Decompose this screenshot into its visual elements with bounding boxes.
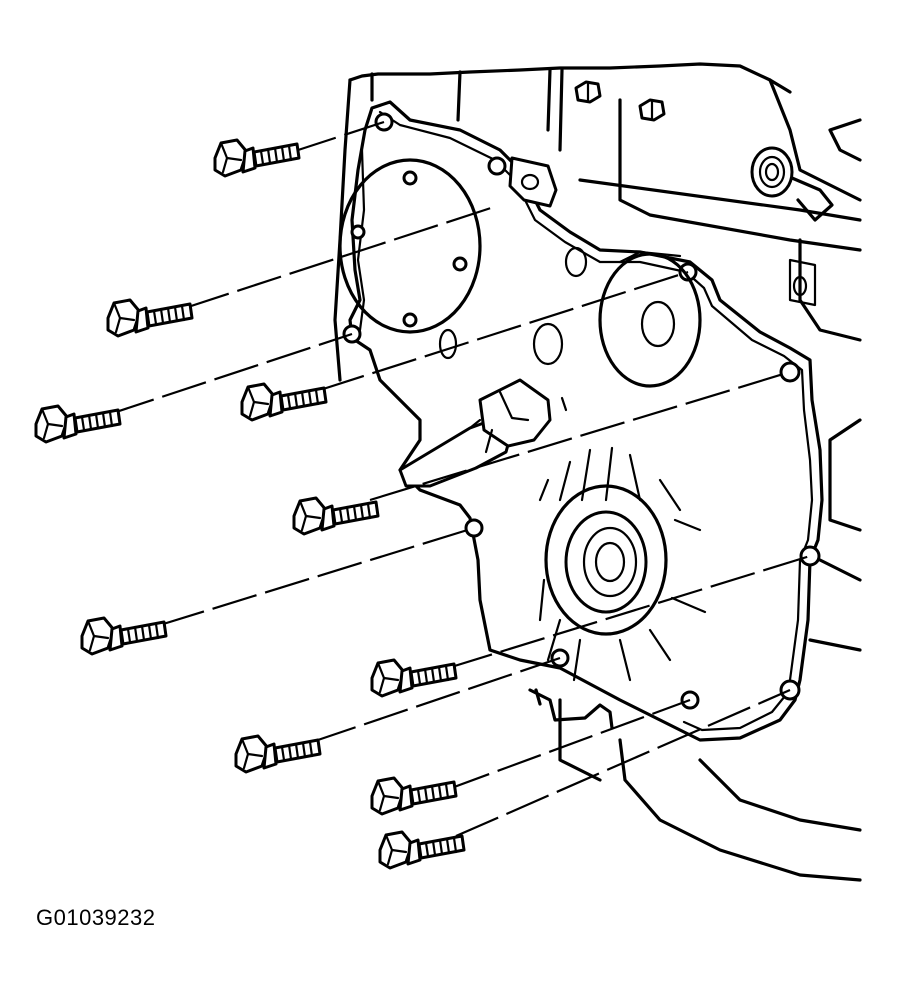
cover-bracket [508, 156, 558, 208]
bolt-hole-6 [464, 518, 484, 538]
bolt-2 [106, 298, 194, 338]
front-cover [338, 100, 824, 742]
leader-lines [109, 120, 811, 838]
crankshaft-seal [538, 446, 707, 682]
bolt-8 [234, 734, 322, 774]
inspection-cover [338, 158, 482, 334]
bolt-3 [34, 404, 122, 444]
bolt-5 [292, 496, 380, 536]
bolt-9 [370, 776, 458, 816]
block-nut-1 [574, 80, 602, 104]
bolt-hole-2 [487, 156, 507, 176]
water-pump-boss [598, 250, 702, 388]
bolt-hole-7 [799, 545, 821, 567]
crank-sensor [398, 378, 552, 488]
figure-id-label: G01039232 [36, 905, 156, 930]
bolt-1 [213, 138, 301, 178]
bolt-4 [240, 382, 328, 422]
bolt-6 [80, 616, 168, 656]
bolt-hole-5 [779, 361, 801, 383]
bolt-7 [370, 658, 458, 698]
bolt-10 [378, 830, 466, 870]
bolts [34, 138, 466, 870]
sensor-port [750, 146, 834, 222]
block-nut-2 [638, 98, 666, 122]
